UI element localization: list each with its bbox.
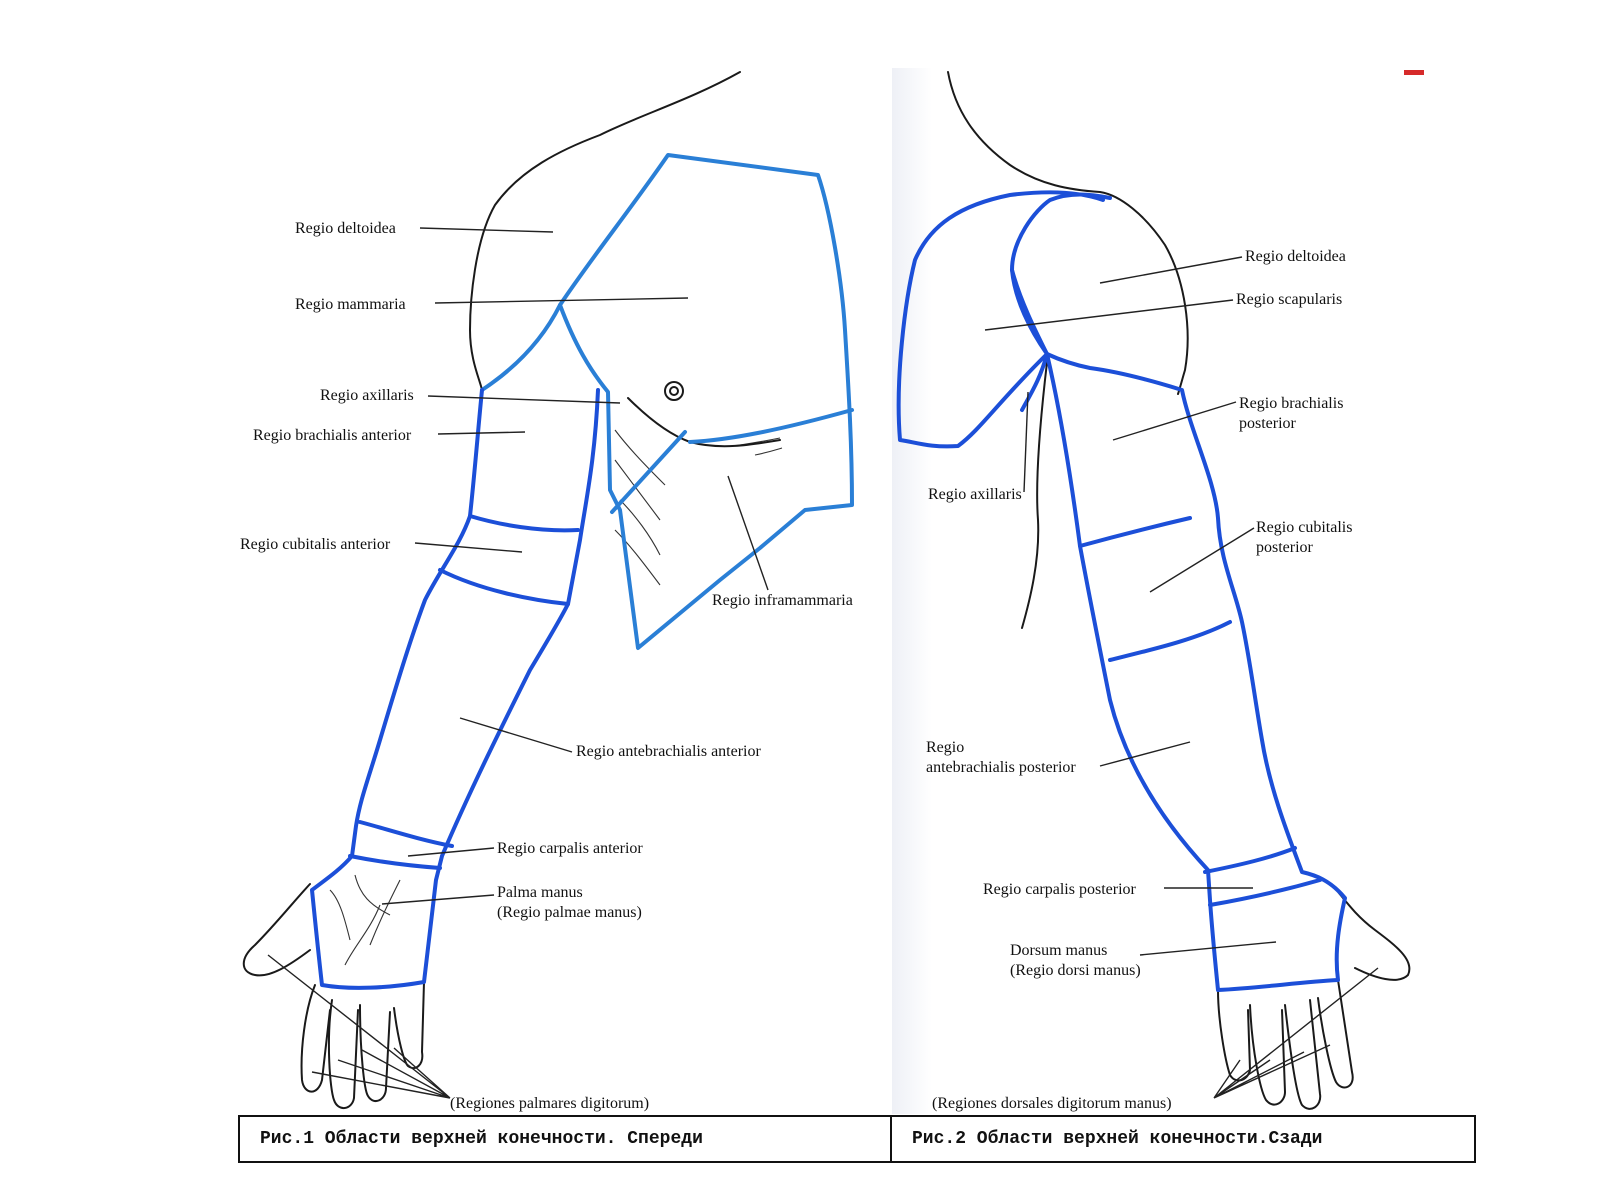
- label-dorsum-manus: Dorsum manus: [1010, 942, 1107, 959]
- leader-dorsales-digitorum: [1213, 967, 1379, 1099]
- leader-deltoidea-posterior: [1099, 256, 1243, 284]
- label-regio-inframammaria: Regio inframammaria: [712, 592, 853, 609]
- carpal-lower-line-posterior: [1208, 878, 1322, 907]
- thumb-outline: [242, 883, 311, 977]
- scapular-region-boundary: [896, 190, 1112, 449]
- label-regio-antebrachialis-posterior-2: antebrachialis posterior: [926, 759, 1076, 776]
- leader-carpalis: [407, 847, 495, 857]
- corner-mark: [1404, 70, 1424, 75]
- brachial-cubital-line: [1078, 516, 1192, 548]
- carpal-upper-line-posterior: [1203, 846, 1297, 874]
- leader-axillaris-posterior: [1023, 391, 1029, 493]
- label-palma-manus: Palma manus: [497, 884, 583, 901]
- neck-shoulder-outline: [469, 71, 741, 391]
- axillary-fold-boundary: [480, 303, 562, 392]
- mammaria-region-boundary: [558, 153, 854, 650]
- leader-mammaria: [434, 297, 689, 304]
- thumb-posterior-outline: [1333, 886, 1411, 981]
- label-regio-cubitalis-posterior-2: posterior: [1256, 539, 1314, 556]
- leader-palma: [381, 894, 495, 905]
- caption-figure-1: Рис.1 Области верхней конечности. Сперед…: [240, 1117, 892, 1161]
- leader-cubitalis-posterior: [1149, 527, 1255, 593]
- leader-digitorum: [267, 954, 451, 1099]
- label-regio-brachialis-posterior-1: Regio brachialis: [1239, 395, 1343, 412]
- cubital-upper-line: [468, 514, 580, 533]
- label-regio-antebrachialis-posterior-1: Regio: [926, 739, 964, 756]
- label-regio-carpalis-anterior: Regio carpalis anterior: [497, 840, 643, 857]
- caption-table: Рис.1 Области верхней конечности. Сперед…: [238, 1115, 1476, 1163]
- cubital-lower-line: [438, 568, 570, 606]
- deltoid-scapular-divider: [1010, 268, 1049, 356]
- figure-2-posterior: Regio deltoidea Regio scapularis Regio b…: [896, 71, 1411, 1112]
- label-regio-antebrachialis-anterior: Regio antebrachialis anterior: [576, 743, 761, 760]
- arm-anterior-boundary: [310, 388, 600, 990]
- label-regiones-dorsales-digitorum: (Regiones dorsales digitorum manus): [932, 1095, 1172, 1112]
- carpal-upper-line: [358, 820, 454, 848]
- fingers-outline: [300, 981, 425, 1109]
- arm-posterior-boundary: [1045, 352, 1347, 992]
- label-regio-cubitalis-anterior: Regio cubitalis anterior: [240, 536, 391, 553]
- leader-scapularis: [984, 299, 1234, 331]
- neck-back-outline: [947, 71, 1189, 395]
- leader-brachialis: [437, 431, 526, 435]
- label-regio-dorsi-manus: (Regio dorsi manus): [1010, 962, 1141, 979]
- rib-creases: [614, 429, 783, 586]
- caption-figure-2: Рис.2 Области верхней конечности.Сзади: [912, 1129, 1323, 1149]
- leader-axillaris: [427, 395, 621, 404]
- leader-dorsum: [1139, 941, 1277, 956]
- label-regio-axillaris-posterior: Regio axillaris: [928, 486, 1022, 503]
- label-regio-scapularis: Regio scapularis: [1236, 291, 1342, 308]
- nipple: [664, 381, 684, 401]
- label-regio-brachialis-anterior: Regio brachialis anterior: [253, 427, 412, 444]
- palm-creases: [329, 874, 401, 966]
- leader-antebrachialis-posterior: [1099, 741, 1191, 767]
- label-regio-palmae-manus: (Regio palmae manus): [497, 904, 642, 921]
- figure-1-anterior: Regio deltoidea Regio mammaria Regio axi…: [240, 71, 854, 1112]
- carpal-lower-line: [348, 854, 442, 870]
- label-regio-carpalis-posterior: Regio carpalis posterior: [983, 881, 1137, 898]
- inframammary-inner-boundary: [610, 408, 854, 514]
- leader-inframammaria: [727, 475, 769, 591]
- fingers-posterior-outline: [1217, 979, 1354, 1110]
- label-regio-cubitalis-posterior-1: Regio cubitalis: [1256, 519, 1352, 536]
- leader-brachialis-posterior: [1112, 401, 1237, 441]
- leader-cubitalis: [414, 542, 523, 553]
- label-regio-mammaria: Regio mammaria: [295, 296, 406, 313]
- leader-antebrachialis: [459, 717, 573, 753]
- label-regio-axillaris-anterior: Regio axillaris: [320, 387, 414, 404]
- label-regio-deltoidea-posterior: Regio deltoidea: [1245, 248, 1346, 265]
- nipple-inner: [669, 386, 679, 396]
- leader-deltoidea: [419, 227, 554, 233]
- label-regio-brachialis-posterior-2: posterior: [1239, 415, 1297, 432]
- label-regiones-palmares-digitorum: (Regiones palmares digitorum): [450, 1095, 649, 1112]
- label-regio-deltoidea-anterior: Regio deltoidea: [295, 220, 396, 237]
- back-flank-outline: [1021, 353, 1049, 629]
- cubital-antebrachial-line: [1108, 620, 1232, 662]
- axillary-posterior-line: [1020, 352, 1049, 412]
